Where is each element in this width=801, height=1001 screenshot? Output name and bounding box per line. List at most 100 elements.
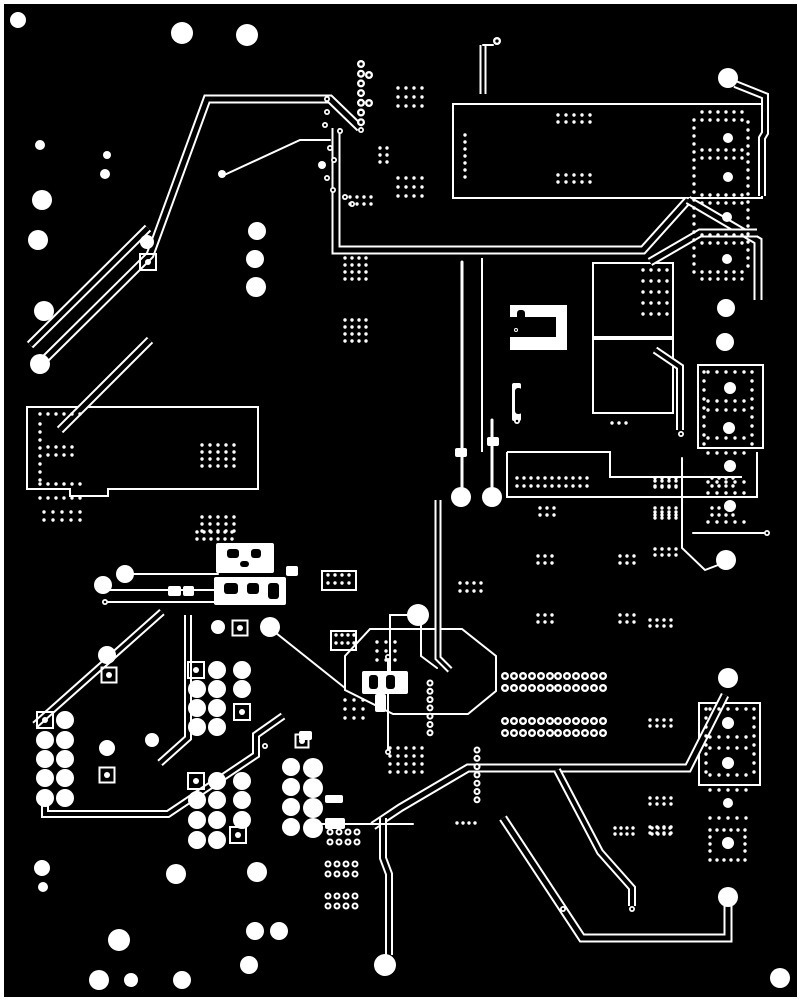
via-hole — [565, 719, 569, 723]
stitch-dot — [420, 176, 424, 180]
stitch-dot — [733, 370, 737, 374]
stitch-dot — [717, 476, 721, 480]
stitch-dot — [412, 194, 416, 198]
via-hole — [346, 840, 350, 844]
stitch-dot — [724, 399, 728, 403]
stitch-dot — [648, 831, 652, 835]
square-pad-hole — [299, 738, 305, 744]
pour-outline-rect — [697, 364, 764, 449]
stitch-dot — [352, 698, 356, 702]
stitch-dot — [38, 422, 42, 426]
via-hole — [592, 674, 596, 678]
stitch-dot — [545, 506, 549, 510]
stitch-dot — [364, 270, 368, 274]
stitch-dot — [613, 826, 617, 830]
stitch-dot — [735, 735, 739, 739]
round-pad — [722, 212, 732, 222]
stitch-dot — [393, 649, 397, 653]
stitch-dot — [396, 762, 400, 766]
stitch-dot — [515, 484, 519, 488]
round-pad — [303, 818, 323, 838]
stitch-dot — [733, 480, 737, 484]
stitch-dot — [461, 821, 465, 825]
via-hole — [556, 719, 560, 723]
round-pad — [36, 750, 54, 768]
stitch-dot — [649, 268, 653, 272]
stitch-dot — [200, 515, 204, 519]
stitch-dot — [750, 388, 754, 392]
stitch-dot — [702, 379, 706, 383]
via-hole — [530, 674, 534, 678]
stitch-dot — [704, 752, 708, 756]
stitch-dot — [724, 491, 728, 495]
round-pad — [124, 973, 138, 987]
via-hole — [337, 840, 341, 844]
stitch-dot — [362, 195, 366, 199]
stitch-dot — [735, 707, 739, 711]
stitch-dot — [564, 484, 568, 488]
bus-trace-core — [648, 230, 757, 265]
square-pad — [187, 772, 205, 790]
via-hole — [521, 686, 525, 690]
round-pad — [722, 254, 732, 264]
stitch-dot — [724, 451, 728, 455]
stitch-dot — [343, 698, 347, 702]
stitch-dot — [412, 762, 416, 766]
stitch-dot — [716, 156, 720, 160]
stitch-dot — [717, 773, 721, 777]
via-hole — [475, 748, 479, 752]
stitch-dot — [209, 537, 213, 541]
round-pad — [233, 772, 251, 790]
stitch-dot — [195, 537, 199, 541]
stitch-dot — [724, 118, 728, 122]
stitch-dot — [746, 256, 750, 260]
round-pad — [718, 668, 738, 688]
stitch-dot — [724, 201, 728, 205]
stitch-dot — [46, 453, 50, 457]
stitch-dot — [420, 95, 424, 99]
stitch-dot — [732, 270, 736, 274]
copper-clearance-slot — [240, 561, 249, 567]
via-hole — [583, 686, 587, 690]
pour-outline-rect — [330, 630, 357, 651]
bus-trace-core — [436, 500, 452, 672]
via-hole — [475, 790, 479, 793]
via-hole — [323, 123, 327, 127]
stitch-dot — [655, 724, 659, 728]
stitch-dot — [706, 399, 710, 403]
stitch-dot — [232, 464, 236, 468]
stitch-dot — [692, 214, 696, 218]
square-pad-hole — [145, 259, 151, 265]
stitch-dot — [62, 482, 66, 486]
bus-trace-core — [28, 226, 150, 347]
stitch-dot — [564, 173, 568, 177]
stitch-dot — [522, 476, 526, 480]
round-pad — [303, 778, 323, 798]
stitch-dot — [740, 156, 744, 160]
copper-clearance-slot — [369, 675, 378, 689]
stitch-dot — [200, 443, 204, 447]
stitch-dot — [653, 516, 657, 520]
stitch-dot — [529, 484, 533, 488]
stitch-dot — [70, 482, 74, 486]
stitch-dot — [724, 480, 728, 484]
stitch-dot — [223, 530, 227, 534]
copper-clearance-slot — [515, 388, 522, 414]
stitch-dot — [364, 256, 368, 260]
round-pad — [34, 860, 50, 876]
stitch-dot — [388, 770, 392, 774]
stitch-dot — [746, 264, 750, 268]
round-pad — [56, 769, 74, 787]
round-pad — [718, 887, 738, 907]
bus-trace-core — [158, 615, 190, 765]
bus-trace-core — [371, 693, 728, 829]
stitch-dot — [350, 339, 354, 343]
round-pad — [723, 422, 735, 434]
stitch-dot — [752, 725, 756, 729]
pour-outline-rect — [592, 262, 674, 338]
round-pad — [717, 299, 735, 317]
stitch-dot — [232, 522, 236, 526]
via-hole — [428, 723, 432, 726]
stitch-dot — [648, 718, 652, 722]
